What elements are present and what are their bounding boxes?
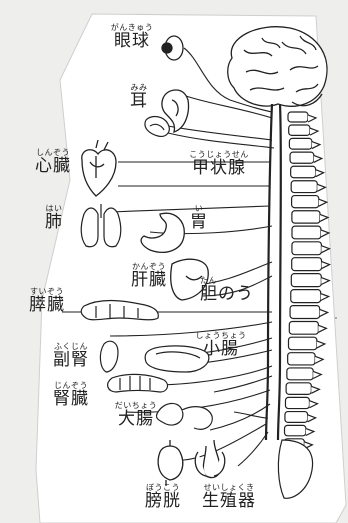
label-heart: しんぞう 心臓	[28, 148, 78, 176]
kanji-lung: 肺	[36, 213, 72, 232]
label-ear: みみ 耳	[124, 83, 154, 111]
label-eyeball: がんきゅう 眼球	[102, 23, 162, 51]
brain	[228, 27, 327, 107]
label-large-intestine: だいちょう 大腸	[106, 401, 166, 429]
vertebra-body	[290, 152, 314, 163]
kanji-liver: 肝臓	[124, 271, 174, 290]
vertebra-body	[292, 258, 322, 271]
vertebra-body	[291, 274, 321, 287]
vertebra-body	[292, 226, 321, 239]
vertebra-body	[288, 353, 315, 365]
vertebra-body	[291, 166, 316, 177]
label-bladder: ぼうこう 膀胱	[138, 483, 188, 511]
label-gallbladder: たん 胆のう	[200, 276, 264, 304]
vertebra-body	[292, 196, 319, 208]
kanji-bladder: 膀胱	[138, 492, 188, 511]
label-genitals: せいしょくき 生殖器	[194, 483, 264, 511]
vertebra-body	[287, 368, 313, 380]
label-small-intestine: しょうちょう 小腸	[186, 331, 256, 359]
kanji-pancreas: 膵臓	[22, 296, 72, 315]
label-thyroid: こうじょうせん 甲状腺	[174, 150, 264, 178]
vertebra-body	[285, 397, 309, 408]
vertebra-body	[292, 211, 320, 223]
label-stomach: い 胃	[186, 204, 212, 232]
kanji-thyroid: 甲状腺	[174, 159, 264, 178]
vertebra-body	[289, 321, 318, 334]
label-kidney: じんぞう 腎臓	[46, 381, 96, 409]
vertebra-body	[289, 125, 310, 135]
kanji-large-intestine: 大腸	[106, 410, 166, 429]
kanji-heart: 心臓	[28, 157, 78, 176]
paper-speck	[335, 317, 337, 319]
label-pancreas: すいぞう 膵臓	[22, 287, 72, 315]
vertebra-body	[289, 138, 311, 149]
kanji-adrenal: 副腎	[46, 351, 96, 370]
vertebra-body	[288, 112, 308, 122]
kanji-genitals: 生殖器	[194, 492, 264, 511]
kanji-kidney: 腎臓	[46, 390, 96, 409]
vertebra-body	[286, 383, 311, 395]
vertebra-body	[291, 181, 317, 193]
vertebra-body	[290, 306, 320, 319]
vertebra-body	[285, 425, 306, 435]
kanji-small-intestine: 小腸	[186, 340, 256, 359]
vertebra-body	[285, 412, 308, 423]
kanji-stomach: 胃	[186, 213, 212, 232]
kanji-gallbladder: 胆のう	[200, 285, 264, 304]
vertebra-body	[292, 242, 321, 255]
kanji-eyeball: 眼球	[102, 32, 162, 51]
label-liver: かんぞう 肝臓	[124, 262, 174, 290]
label-lung: はい 肺	[36, 204, 72, 232]
vertebra-body	[291, 290, 321, 303]
vertebra-body	[288, 337, 316, 349]
label-adrenal: ふくじん 副腎	[46, 342, 96, 370]
kanji-ear: 耳	[124, 92, 154, 111]
